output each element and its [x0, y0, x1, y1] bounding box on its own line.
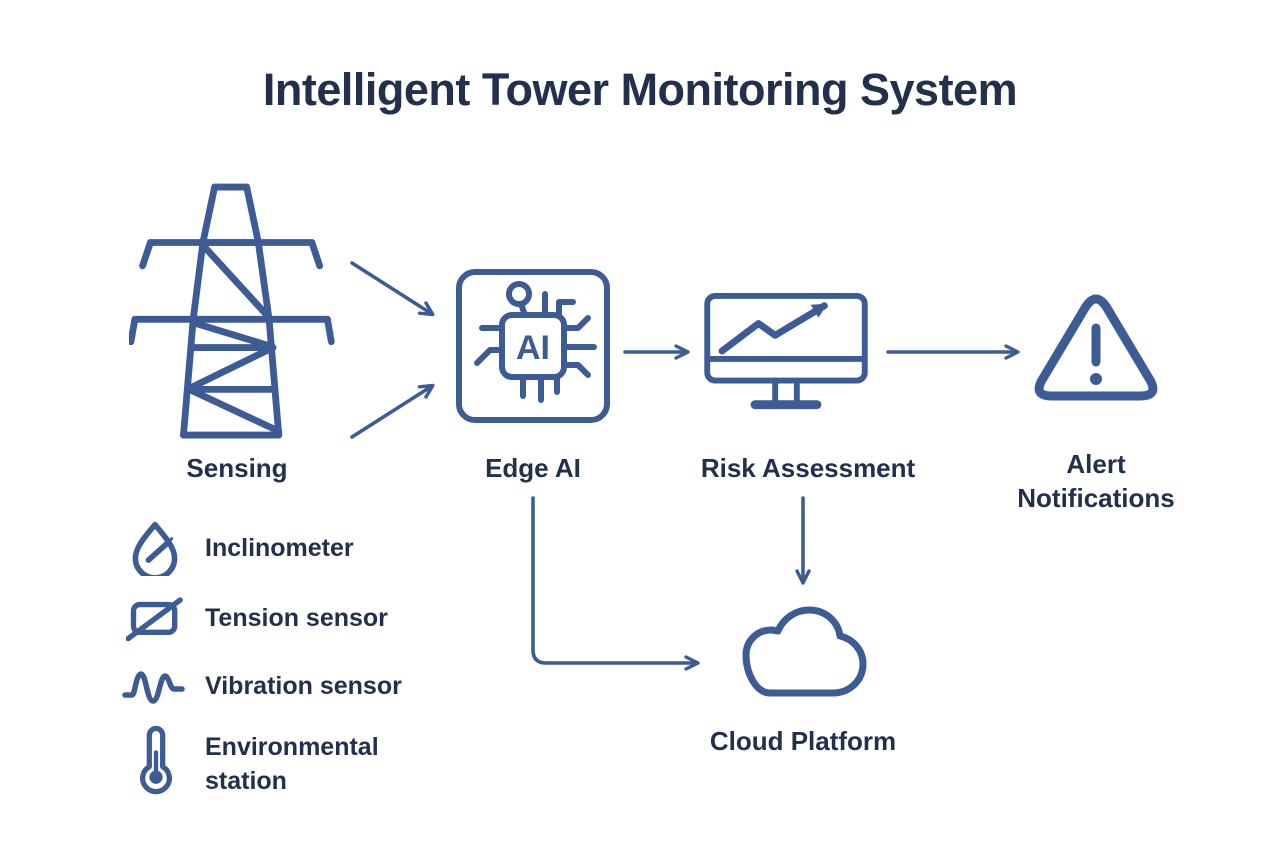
sensor-label-environmental: Environmental station: [205, 733, 379, 795]
arrow-edgeai-to-cloud: [531, 496, 700, 671]
cloud-icon: [728, 598, 878, 708]
chip-ai-text: AI: [516, 329, 550, 367]
page-title: Intelligent Tower Monitoring System: [262, 64, 1018, 115]
inclinometer-icon: [127, 520, 183, 576]
edge-ai-label: Edge AI: [485, 453, 581, 483]
edge-ai-chip-icon: AI: [453, 266, 613, 426]
alert-warning-icon: [1026, 288, 1166, 414]
vibration-sensor-icon: [122, 664, 186, 706]
sensor-label-inclinometer: Inclinometer: [205, 534, 354, 562]
sensor-label-tension: Tension sensor: [205, 604, 388, 632]
tension-sensor-icon: [126, 592, 184, 644]
environmental-station-icon: [135, 723, 177, 797]
risk-assessment-label: Risk Assessment: [700, 453, 916, 483]
sensor-label-vibration: Vibration sensor: [205, 672, 402, 700]
arrow-sensing-to-edgeai-bottom: [350, 383, 435, 439]
cloud-platform-label: Cloud Platform: [709, 726, 897, 756]
arrow-sensing-to-edgeai-top: [350, 261, 435, 317]
alert-notifications-label: Alert Notifications: [1017, 449, 1175, 513]
sensing-label: Sensing: [186, 453, 288, 483]
transmission-tower-icon: [129, 181, 343, 446]
risk-monitor-icon: [701, 290, 871, 416]
